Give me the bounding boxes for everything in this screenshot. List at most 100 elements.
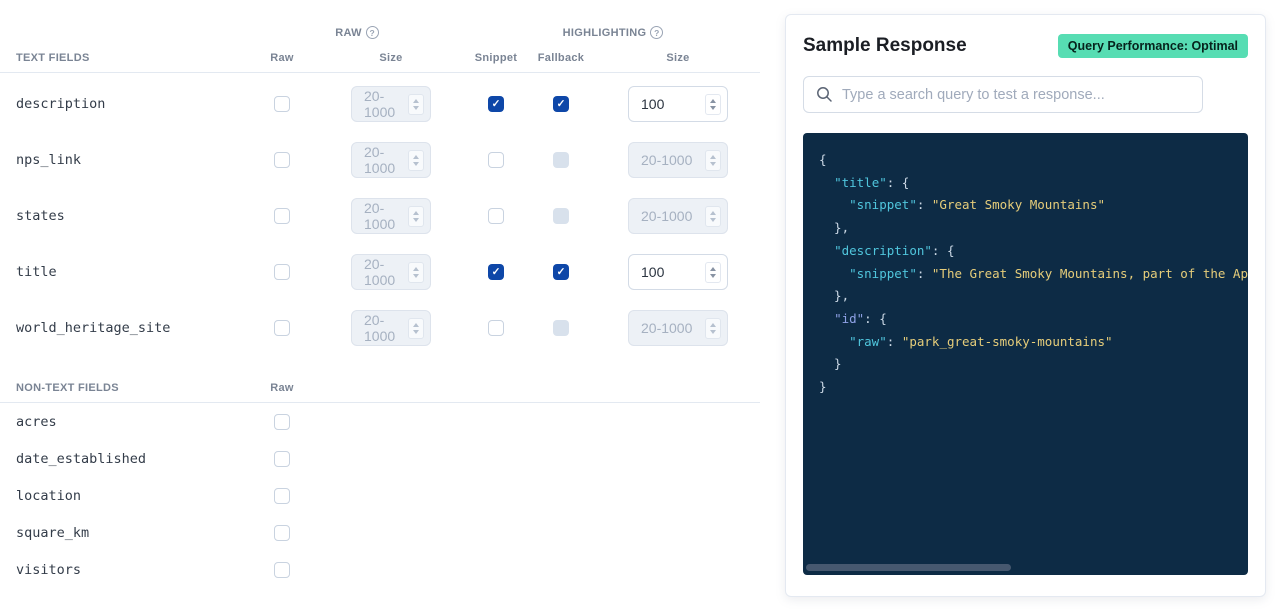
snippet-checkbox[interactable] <box>488 152 504 168</box>
stepper-down-icon[interactable] <box>710 105 716 110</box>
check-icon: ✓ <box>556 266 566 278</box>
stepper-down-icon <box>413 273 419 278</box>
horizontal-scrollbar-thumb[interactable] <box>806 564 1011 571</box>
raw-checkbox-cell <box>248 524 316 541</box>
highlight-size-input: 20-1000 <box>628 310 728 346</box>
code-token: }, <box>819 288 850 304</box>
highlight-size-input: 20-1000 <box>628 198 728 234</box>
code-token <box>819 311 834 326</box>
non-text-fields-header-row: NON-TEXT FIELDS Raw <box>0 382 760 403</box>
snippet-checkbox-cell <box>466 208 526 224</box>
stepper-down-icon <box>413 105 419 110</box>
raw-checkbox[interactable] <box>274 561 290 578</box>
snippet-checkbox[interactable]: ✓ <box>488 96 504 112</box>
fallback-checkbox[interactable]: ✓ <box>553 264 569 280</box>
raw-checkbox[interactable] <box>274 152 290 168</box>
code-token: "id" <box>834 310 865 326</box>
col-highlight-size: Size <box>666 52 690 64</box>
query-performance-badge: Query Performance: Optimal <box>1057 33 1248 58</box>
stepper-down-icon <box>710 161 716 166</box>
stepper-up-icon <box>710 322 716 327</box>
response-json: { "title": { "snippet": "Great Smoky Mou… <box>803 133 1248 415</box>
highlighting-help-icon[interactable]: ? <box>650 26 664 39</box>
number-stepper[interactable] <box>705 261 721 283</box>
stepper-up-icon <box>710 210 716 215</box>
number-stepper[interactable] <box>705 93 721 115</box>
stepper-down-icon <box>413 161 419 166</box>
search-icon <box>817 87 832 102</box>
col-raw-size: Size <box>379 52 403 64</box>
raw-size-input-value: 20-1000 <box>364 200 396 232</box>
number-stepper <box>408 205 424 227</box>
code-line: "snippet": "Great Smoky Mountains" <box>819 194 1232 217</box>
code-line: "snippet": "The Great Smoky Mountains, p… <box>819 263 1248 286</box>
raw-size-input-cell: 20-1000 <box>316 254 466 290</box>
raw-checkbox[interactable] <box>274 96 290 112</box>
highlight-size-input-value: 100 <box>641 96 665 112</box>
snippet-checkbox[interactable] <box>488 320 504 336</box>
raw-size-input: 20-1000 <box>351 86 431 122</box>
code-token: : <box>916 265 932 281</box>
number-stepper <box>705 205 721 227</box>
code-token: : { <box>886 174 910 190</box>
field-name: description <box>16 96 106 112</box>
stepper-up-icon <box>710 154 716 159</box>
raw-checkbox[interactable] <box>274 320 290 336</box>
page-title: Sample Response <box>803 34 967 56</box>
raw-help-icon[interactable]: ? <box>365 26 379 39</box>
search-input[interactable] <box>842 86 1190 103</box>
snippet-checkbox-cell <box>466 320 526 336</box>
raw-checkbox-cell <box>248 264 316 280</box>
code-token <box>819 197 849 212</box>
table-row: location <box>16 477 760 514</box>
raw-size-input: 20-1000 <box>351 310 431 346</box>
fallback-checkbox <box>553 320 569 336</box>
code-token: : <box>886 333 902 349</box>
raw-checkbox[interactable] <box>274 487 290 504</box>
raw-checkbox[interactable] <box>274 264 290 280</box>
code-token: "The Great Smoky Mountains, part of the … <box>931 265 1248 281</box>
field-name: nps_link <box>16 152 82 168</box>
field-name: square_km <box>16 524 90 541</box>
stepper-up-icon <box>413 266 419 271</box>
code-token: "description" <box>834 242 932 258</box>
stepper-up-icon[interactable] <box>710 98 716 103</box>
table-row: date_established <box>16 440 760 477</box>
table-row: world_heritage_site 20-1000 20-1000 <box>16 300 760 356</box>
raw-checkbox[interactable] <box>274 413 290 430</box>
fallback-checkbox-cell <box>526 208 596 224</box>
fallback-checkbox-cell <box>526 320 596 336</box>
highlighting-group-label: HIGHLIGHTING <box>562 26 647 39</box>
code-line: { <box>819 149 1232 172</box>
snippet-checkbox[interactable] <box>488 208 504 224</box>
code-line: "description": { <box>819 240 1232 263</box>
highlight-size-input[interactable]: 100 <box>628 86 728 122</box>
table-row: description 20-1000 ✓ ✓ 100 <box>16 76 760 132</box>
code-token: "Great Smoky Mountains" <box>931 197 1105 213</box>
code-token: "park_great-smoky-mountains" <box>901 333 1113 349</box>
fallback-checkbox-cell <box>526 152 596 168</box>
fallback-checkbox[interactable]: ✓ <box>553 96 569 112</box>
highlight-size-input[interactable]: 100 <box>628 254 728 290</box>
code-line: } <box>819 376 1232 399</box>
raw-size-input-value: 20-1000 <box>364 144 396 176</box>
field-name: date_established <box>16 450 147 467</box>
snippet-checkbox[interactable]: ✓ <box>488 264 504 280</box>
code-token <box>819 175 834 190</box>
number-stepper <box>705 317 721 339</box>
raw-size-input: 20-1000 <box>351 142 431 178</box>
raw-checkbox[interactable] <box>274 450 290 467</box>
field-name: world_heritage_site <box>16 320 171 336</box>
raw-checkbox[interactable] <box>274 208 290 224</box>
raw-size-input-cell: 20-1000 <box>316 86 466 122</box>
code-token: : <box>916 197 932 213</box>
raw-checkbox[interactable] <box>274 524 290 541</box>
search-box <box>803 76 1203 113</box>
field-name: states <box>16 208 65 224</box>
stepper-up-icon[interactable] <box>710 266 716 271</box>
col-snippet: Snippet <box>474 52 518 64</box>
snippet-checkbox-cell: ✓ <box>466 264 526 280</box>
stepper-down-icon <box>413 329 419 334</box>
stepper-down-icon[interactable] <box>710 273 716 278</box>
highlight-size-input-value: 20-1000 <box>641 152 693 168</box>
